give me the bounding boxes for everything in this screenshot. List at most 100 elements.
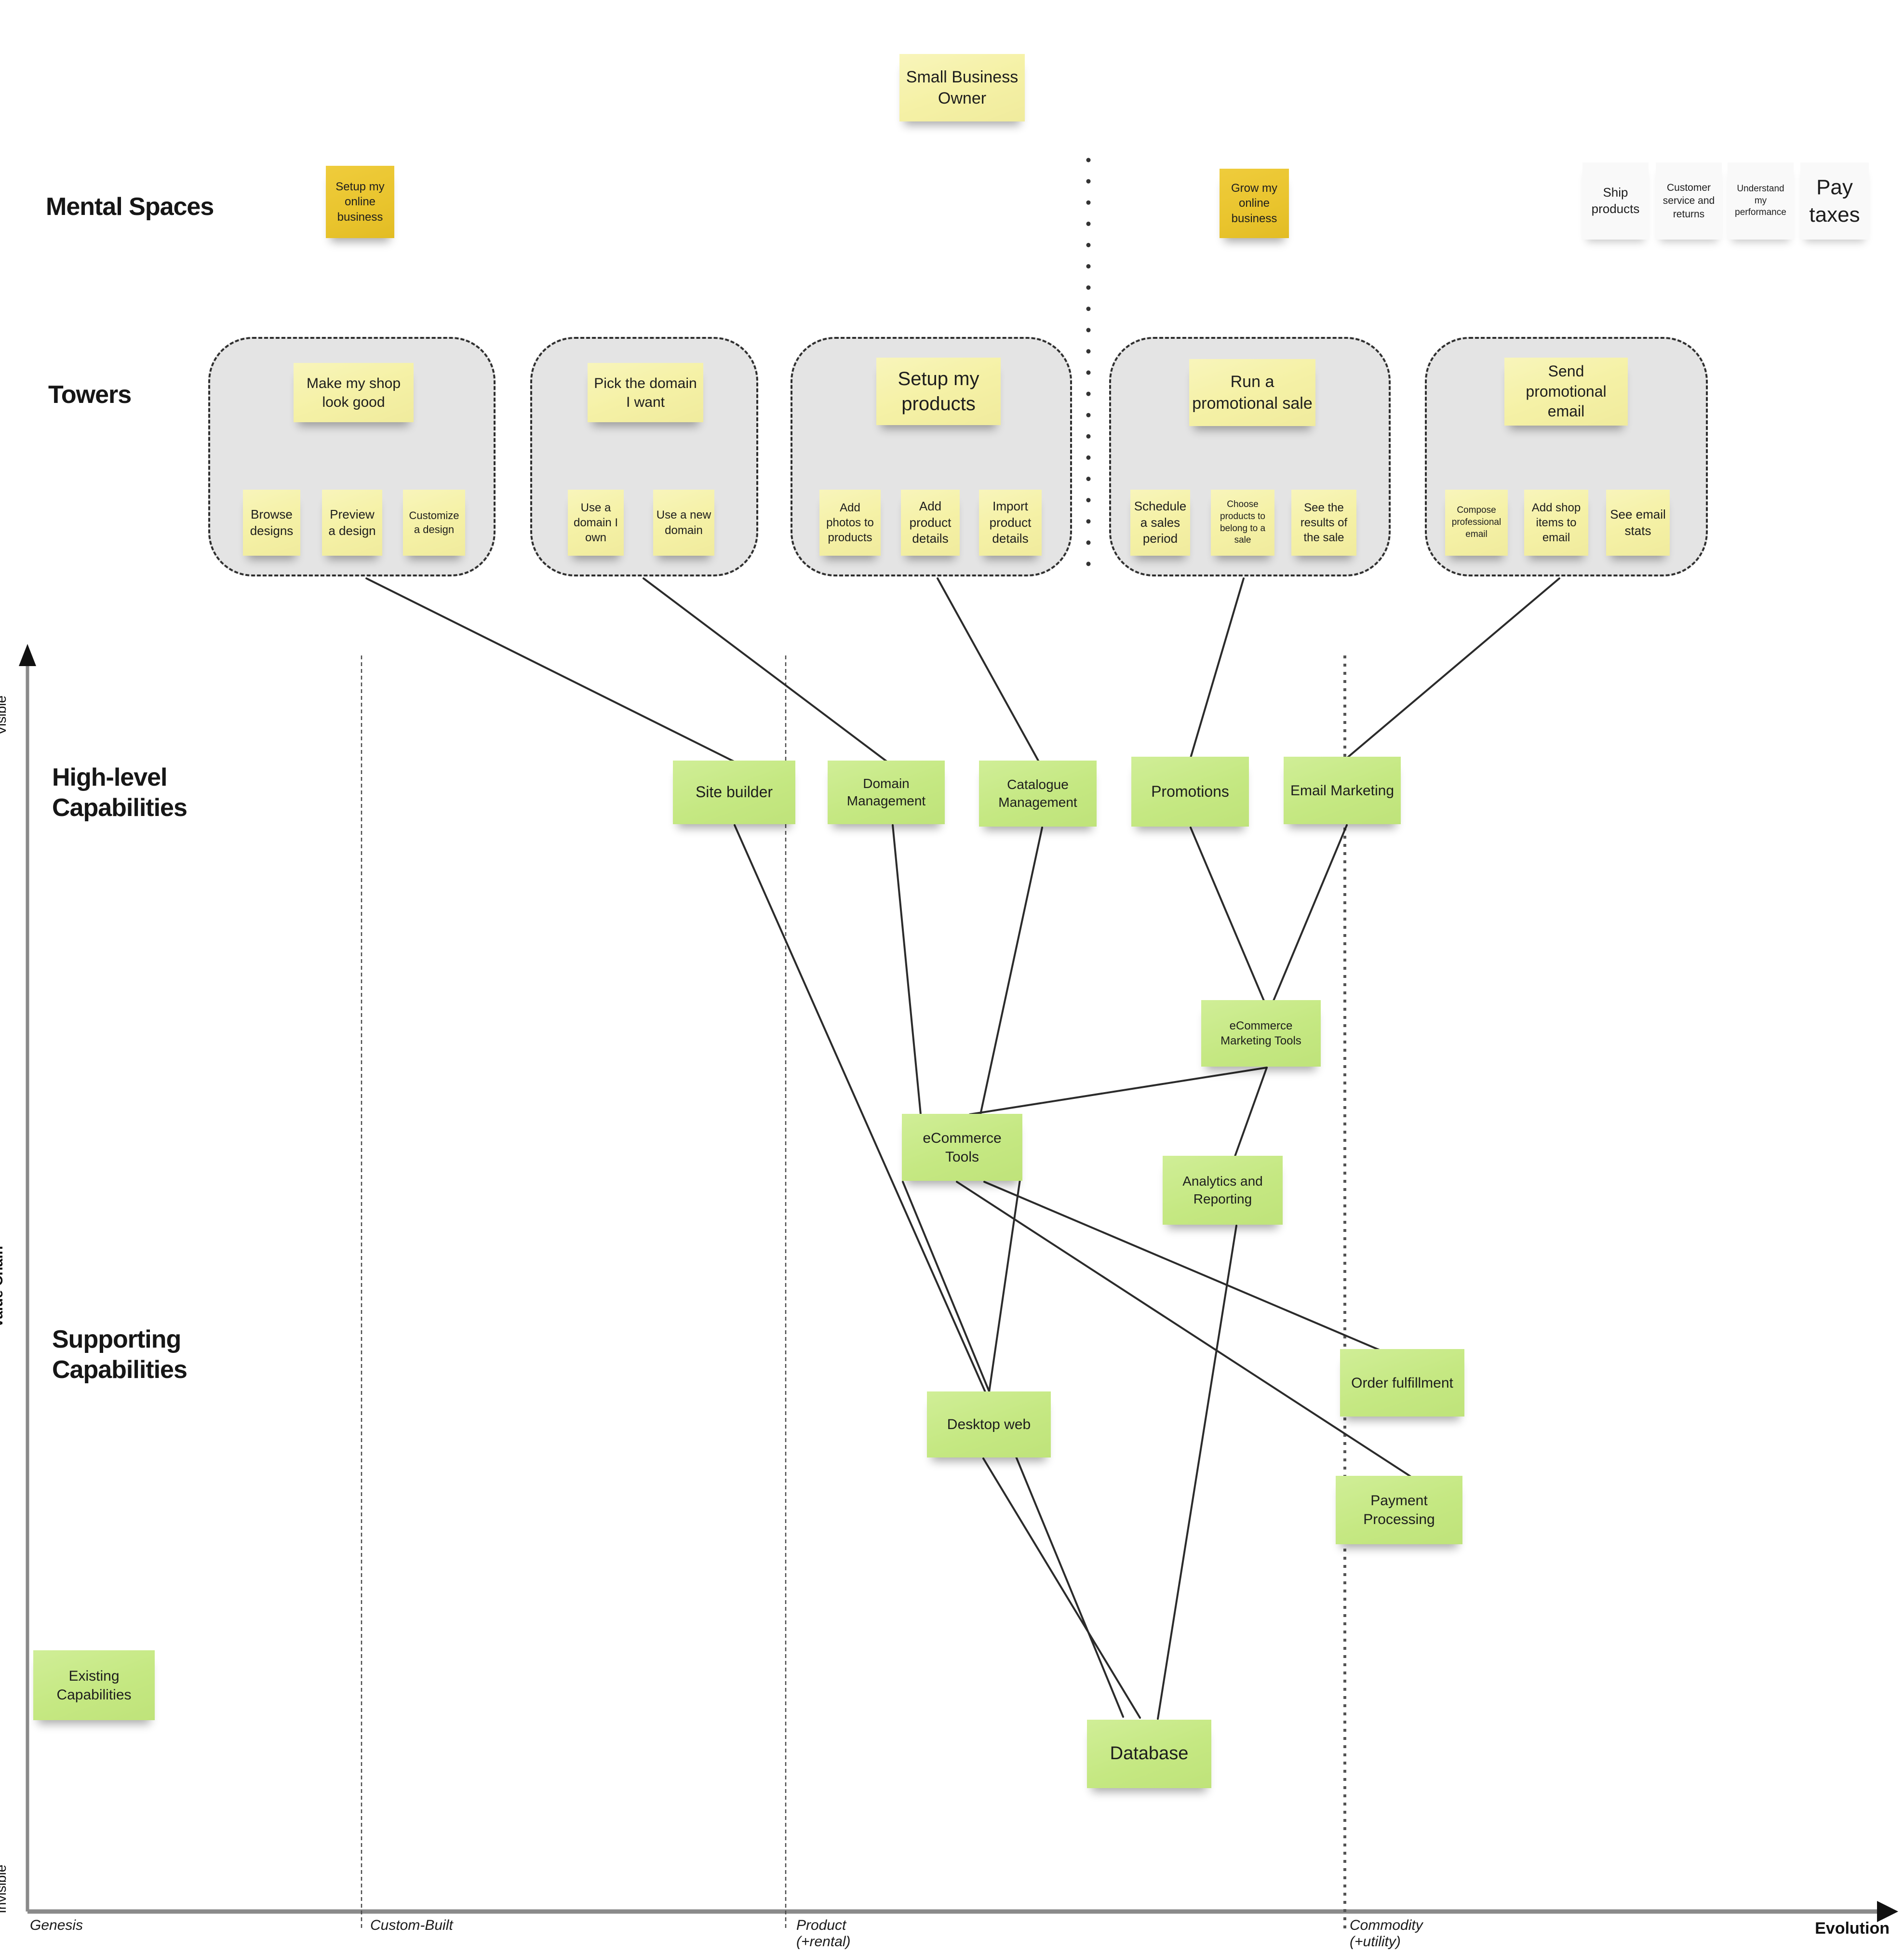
domain-management-note[interactable]: Domain Management xyxy=(828,761,945,824)
connector-4 xyxy=(1190,577,1245,759)
connector-2 xyxy=(643,577,888,762)
use-a-new-domain-label: Use a new domain xyxy=(656,508,711,537)
see-email-stats-label: See email stats xyxy=(1610,507,1666,538)
catalogue-management-label: Catalogue Management xyxy=(998,777,1077,810)
preview-a-design-note[interactable]: Preview a design xyxy=(322,490,382,556)
email-marketing-label: Email Marketing xyxy=(1290,782,1394,799)
promotions-note[interactable]: Promotions xyxy=(1131,757,1249,827)
add-photos-to-products-label: Add photos to products xyxy=(826,501,874,545)
add-shop-items-to-email-label: Add shop items to email xyxy=(1531,501,1581,545)
schedule-a-sales-period-note[interactable]: Schedule a sales period xyxy=(1130,490,1190,556)
value-chain-arrow-icon xyxy=(19,644,36,666)
add-shop-items-to-email-note[interactable]: Add shop items to email xyxy=(1524,490,1588,556)
domain-management-label: Domain Management xyxy=(846,775,926,808)
existing-capabilities-note[interactable]: Existing Capabilities xyxy=(33,1650,155,1720)
analytics-and-reporting-note[interactable]: Analytics and Reporting xyxy=(1163,1156,1283,1225)
choose-products-to-belong-to-a-sale-note[interactable]: Choose products to belong to a sale xyxy=(1211,490,1274,556)
add-product-details-note[interactable]: Add product details xyxy=(901,490,960,556)
see-the-results-of-the-sale-label: See the results of the sale xyxy=(1300,501,1348,545)
use-a-new-domain-note[interactable]: Use a new domain xyxy=(653,490,714,556)
connector-10 xyxy=(1190,827,1265,1002)
customer-service-and-returns-label: Customer service and returns xyxy=(1663,182,1715,220)
database-note[interactable]: Database xyxy=(1087,1720,1211,1788)
pay-taxes-note[interactable]: Pay taxes xyxy=(1800,162,1869,240)
small-business-owner-label: Small Business Owner xyxy=(906,67,1019,107)
see-email-stats-note[interactable]: See email stats xyxy=(1606,490,1670,556)
import-product-details-note[interactable]: Import product details xyxy=(979,490,1042,556)
payment-processing-note[interactable]: Payment Processing xyxy=(1336,1476,1462,1544)
connector-11 xyxy=(1273,824,1348,1002)
pick-the-domain-i-want-note[interactable]: Pick the domain I want xyxy=(588,363,703,422)
setup-my-products-note[interactable]: Setup my products xyxy=(876,358,1001,425)
connector-6 xyxy=(892,824,922,1115)
understand-my-performance-label: Understand my performance xyxy=(1735,183,1786,218)
connector-15 xyxy=(956,1181,1411,1477)
payment-processing-label: Payment Processing xyxy=(1363,1493,1435,1527)
compose-professional-email-label: Compose professional email xyxy=(1451,505,1502,539)
use-a-domain-i-own-label: Use a domain I own xyxy=(573,501,618,545)
site-builder-note[interactable]: Site builder xyxy=(673,761,795,824)
site-builder-label: Site builder xyxy=(695,783,773,801)
order-fulfillment-label: Order fulfillment xyxy=(1351,1375,1453,1391)
understand-my-performance-note[interactable]: Understand my performance xyxy=(1728,162,1794,240)
order-fulfillment-note[interactable]: Order fulfillment xyxy=(1340,1349,1464,1417)
connector-14 xyxy=(983,1181,1393,1356)
add-product-details-label: Add product details xyxy=(909,498,952,546)
connector-9 xyxy=(988,1179,1021,1393)
stage-label-product: Product (+rental) xyxy=(796,1917,851,1950)
connector-18 xyxy=(982,1457,1141,1719)
connectors xyxy=(365,577,1560,1720)
setup-my-products-label: Setup my products xyxy=(898,368,979,414)
ship-products-note[interactable]: Ship products xyxy=(1582,162,1649,240)
browse-designs-note[interactable]: Browse designs xyxy=(243,490,300,556)
run-a-promotional-sale-label: Run a promotional sale xyxy=(1192,373,1313,413)
desktop-web-note[interactable]: Desktop web xyxy=(927,1391,1051,1457)
make-my-shop-look-good-label: Make my shop look good xyxy=(306,375,401,410)
grow-my-online-business-note[interactable]: Grow my online business xyxy=(1220,169,1289,238)
evolution-arrow-icon xyxy=(1877,1901,1898,1922)
stage-label-genesis: Genesis xyxy=(30,1917,83,1933)
see-the-results-of-the-sale-note[interactable]: See the results of the sale xyxy=(1291,490,1356,556)
small-business-owner-note[interactable]: Small Business Owner xyxy=(899,54,1025,121)
connector-12 xyxy=(969,1067,1268,1115)
towers-heading: Towers xyxy=(48,381,132,409)
browse-designs-label: Browse designs xyxy=(250,507,294,538)
send-promotional-email-label: Send promotional email xyxy=(1526,362,1607,420)
ecommerce-tools-note[interactable]: eCommerce Tools xyxy=(902,1114,1022,1181)
add-photos-to-products-note[interactable]: Add photos to products xyxy=(819,490,881,556)
connector-8 xyxy=(734,824,986,1393)
customer-service-and-returns-note[interactable]: Customer service and returns xyxy=(1656,162,1722,240)
make-my-shop-look-good-note[interactable]: Make my shop look good xyxy=(294,363,414,422)
visible-axis-label: Visible xyxy=(0,695,9,735)
connector-13 xyxy=(1234,1067,1268,1157)
connector-16 xyxy=(1157,1225,1237,1720)
import-product-details-label: Import product details xyxy=(989,498,1032,546)
ecommerce-marketing-tools-note[interactable]: eCommerce Marketing Tools xyxy=(1201,1000,1321,1067)
supporting-capabilities-heading: Supporting Capabilities xyxy=(52,1325,188,1384)
choose-products-to-belong-to-a-sale-label: Choose products to belong to a sale xyxy=(1220,499,1266,546)
value-chain-axis-label: Value Chain xyxy=(0,1245,6,1328)
stage-label-commodity: Commodity (+utility) xyxy=(1350,1917,1423,1950)
customize-a-design-label: Customize a design xyxy=(409,509,459,535)
use-a-domain-i-own-note[interactable]: Use a domain I own xyxy=(568,490,624,556)
catalogue-management-note[interactable]: Catalogue Management xyxy=(979,761,1097,827)
customize-a-design-note[interactable]: Customize a design xyxy=(403,490,465,556)
analytics-and-reporting-label: Analytics and Reporting xyxy=(1182,1174,1263,1206)
email-marketing-note[interactable]: Email Marketing xyxy=(1284,757,1401,824)
stage-guide-lines xyxy=(361,158,1346,1930)
promotions-label: Promotions xyxy=(1151,782,1229,800)
database-label: Database xyxy=(1110,1743,1189,1764)
ecommerce-marketing-tools-label: eCommerce Marketing Tools xyxy=(1220,1019,1301,1047)
ship-products-label: Ship products xyxy=(1591,185,1640,216)
mental-spaces-heading: Mental Spaces xyxy=(46,193,214,221)
setup-my-online-business-note[interactable]: Setup my online business xyxy=(326,166,394,238)
connector-7 xyxy=(979,827,1043,1115)
send-promotional-email-note[interactable]: Send promotional email xyxy=(1504,358,1628,426)
run-a-promotional-sale-note[interactable]: Run a promotional sale xyxy=(1189,359,1315,426)
evolution-label: Evolution xyxy=(1815,1919,1890,1938)
stage-label-custom-built: Custom-Built xyxy=(370,1917,453,1933)
compose-professional-email-note[interactable]: Compose professional email xyxy=(1445,490,1508,556)
preview-a-design-label: Preview a design xyxy=(328,507,376,538)
desktop-web-label: Desktop web xyxy=(947,1417,1031,1432)
